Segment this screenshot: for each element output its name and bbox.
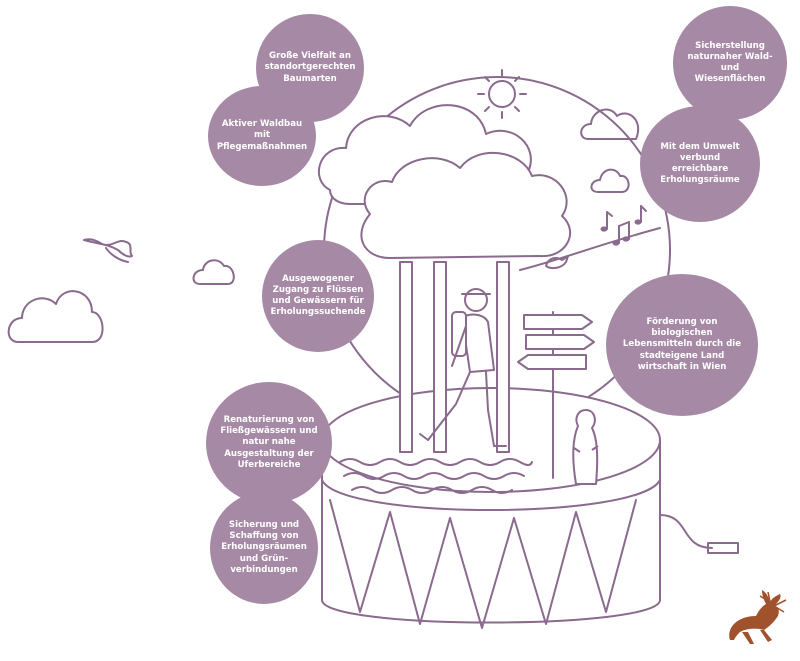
marmot-icon [572,409,599,485]
cloud-icon [580,108,639,140]
bubble-gruenverbindungen: Sicherung und Schaffung von Erholungsräu… [210,492,318,604]
music-notes-icon [600,205,647,246]
drum-base [321,387,739,629]
bubble-naturnahe-flaechen-text: Sicherstellung naturnaher Wald- und Wies… [687,40,773,85]
bird-icon [83,238,133,263]
tree-crowns [317,104,572,259]
bubble-zugang-gewaesser-text: Ausgewogener Zugang zu Flüssen und Gewäs… [270,273,366,318]
bubble-lebensmittel: Förderung von biologischen Lebensmitteln… [606,274,758,416]
cloud-icon [7,290,104,343]
signpost-icon [517,311,595,479]
cloud-icon [590,168,630,193]
cloud-icon [192,259,235,285]
small-bird-icon [545,255,569,270]
bubble-renaturierung-text: Renaturierung von Fließgewässern und nat… [220,415,318,470]
bubble-erholungsraeume-text: Mit dem Umwelt verbund erreichbare Erhol… [660,141,740,186]
bubble-zugang-gewaesser: Ausgewogener Zugang zu Flüssen und Gewäs… [262,240,374,352]
branch [519,227,661,271]
bubble-lebensmittel-text: Förderung von biologischen Lebensmitteln… [622,317,742,372]
bubble-gruenverbindungen-text: Sicherung und Schaffung von Erholungsräu… [221,520,307,575]
bubble-waldbau: Aktiver Waldbau mit Pflegemaßnahmen [208,86,316,186]
water-waves [339,458,533,494]
tree-trunks [399,261,510,453]
bubble-waldbau-text: Aktiver Waldbau mit Pflegemaßnahmen [216,119,308,152]
bubble-erholungsraeume: Mit dem Umwelt verbund erreichbare Erhol… [640,106,760,222]
bubble-baumarten: Große Vielfalt an standortgerechten Baum… [256,14,364,122]
sun-icon [477,69,527,119]
bubble-naturnahe-flaechen: Sicherstellung naturnaher Wald- und Wies… [673,6,787,120]
bubble-renaturierung: Renaturierung von Fließgewässern und nat… [206,382,332,504]
deer-logo-icon [729,590,787,644]
bubble-baumarten-text: Große Vielfalt an standortgerechten Baum… [264,51,356,84]
hiker-icon [419,288,507,447]
